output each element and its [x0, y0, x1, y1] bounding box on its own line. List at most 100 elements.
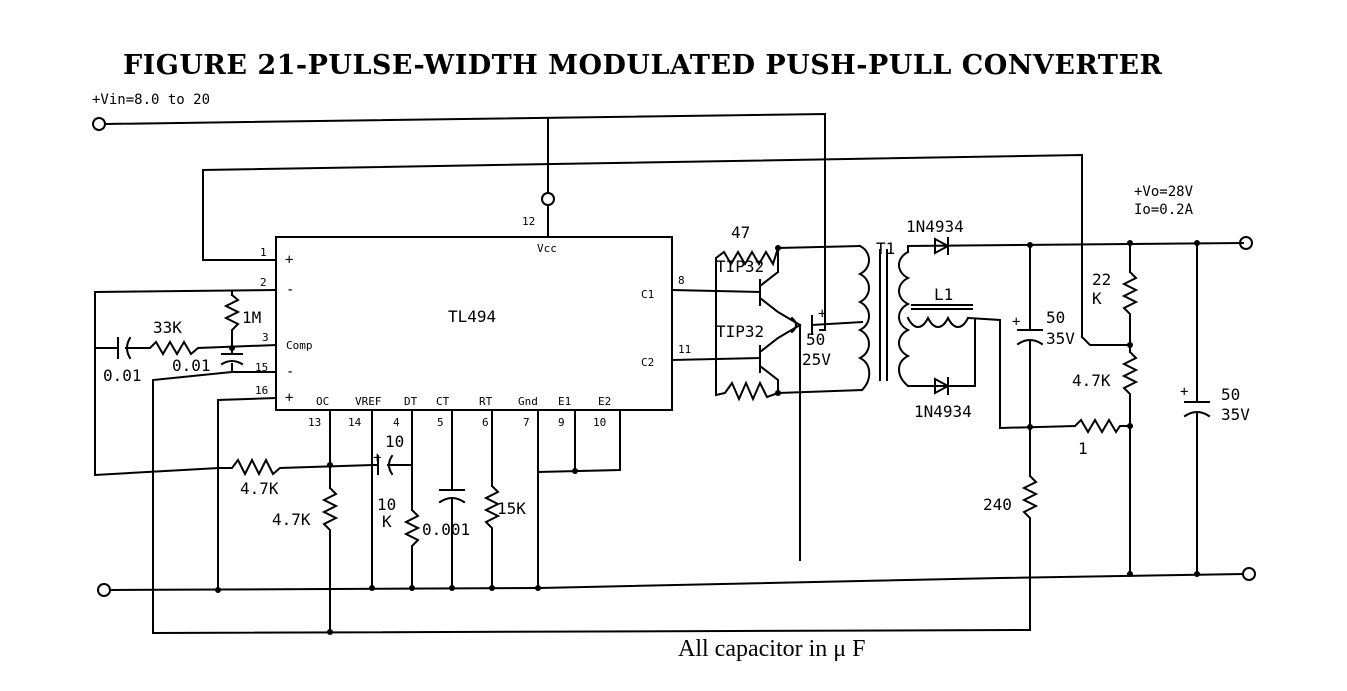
junction-dot — [409, 585, 415, 591]
tl494-ic — [275, 236, 673, 411]
label-1m: 1M — [242, 308, 261, 327]
label-tip32-q2: TIP32 — [716, 322, 764, 341]
center-tap-wire — [810, 320, 864, 327]
polarity-plus: + — [818, 306, 826, 322]
label-cap-50-25-a: 50 — [806, 330, 825, 349]
label-4-7k-divider: 4.7K — [1072, 371, 1111, 390]
label-cap-001-b: 0.01 — [172, 356, 211, 375]
label-4-7k-oc: 4.7K — [272, 510, 311, 529]
label-vcc: Vcc — [537, 242, 557, 255]
pin-9: 9 — [558, 416, 565, 429]
junction-dot — [327, 462, 333, 468]
pin-8: 8 — [678, 274, 685, 287]
pin-3: 3 — [262, 331, 269, 344]
label-47: 47 — [731, 223, 750, 242]
q2-emitter — [758, 323, 802, 354]
transformer-primary — [857, 244, 871, 392]
label-22k-b: K — [1092, 289, 1102, 308]
junction-dot — [775, 390, 781, 396]
ground-terminal-left — [97, 583, 111, 597]
label-c2: C2 — [641, 356, 654, 369]
label-diode-d1: 1N4934 — [906, 217, 964, 236]
vin-terminal — [92, 117, 106, 131]
cap-001b-bottom-wire — [231, 363, 277, 373]
resistor-4-7k-divider — [1121, 350, 1139, 575]
resistor-47 — [715, 244, 862, 293]
junction-dot — [1127, 423, 1133, 429]
pin15-return-wire — [152, 370, 1031, 635]
pin-16: 16 — [255, 384, 268, 397]
junction-dot — [572, 468, 578, 474]
junction-dot — [1194, 571, 1200, 577]
resistor-4-7k-horizontal — [217, 457, 374, 477]
junction-dot — [1127, 342, 1133, 348]
junction-dot — [229, 345, 235, 351]
ic-name: TL494 — [448, 307, 496, 326]
output-current-label: Io=0.2A — [1134, 202, 1194, 218]
label-10k-b: K — [382, 512, 392, 531]
label-inv-2: - — [286, 282, 294, 298]
resistor-33k — [125, 340, 278, 356]
label-l1: L1 — [934, 285, 953, 304]
junction-dot — [215, 587, 221, 593]
junction-dot — [1127, 571, 1133, 577]
label-22k-a: 22 — [1092, 270, 1111, 289]
label-noninv-1: + — [285, 252, 293, 268]
label-cap-10: 10 — [385, 432, 404, 451]
junction-dot — [535, 585, 541, 591]
label-comp: Comp — [286, 339, 313, 352]
pin16-ground-wire — [217, 396, 278, 591]
label-e2: E2 — [598, 395, 611, 408]
resistor-1m — [223, 293, 241, 349]
label-t1: T1 — [876, 239, 895, 258]
vin-rail — [103, 112, 826, 331]
cap-001b-plate-b — [220, 360, 244, 366]
label-240: 240 — [983, 495, 1012, 514]
label-cap-001-a: 0.01 — [103, 366, 142, 385]
output-voltage-label: +Vo=28V — [1134, 184, 1194, 200]
pin-7: 7 — [523, 416, 530, 429]
ground-rail — [108, 572, 1245, 592]
pin-1: 1 — [260, 246, 267, 259]
label-diode-d2: 1N4934 — [914, 402, 972, 421]
bottom-resistor-bridge — [715, 291, 864, 402]
polarity-plus: + — [373, 450, 381, 466]
pin-4: 4 — [393, 416, 400, 429]
label-cap-50-25-b: 25V — [802, 350, 831, 369]
ground-terminal-right — [1242, 567, 1256, 581]
vcc-junction — [541, 192, 555, 206]
label-cap-50-35a-a: 50 — [1046, 308, 1065, 327]
q1-emitter — [758, 296, 802, 327]
resistor-10k — [403, 508, 421, 589]
pin-10: 10 — [593, 416, 606, 429]
polarity-plus: + — [1180, 384, 1188, 400]
polarity-plus: + — [1012, 314, 1020, 330]
junction-dot — [1194, 240, 1200, 246]
pin-12: 12 — [522, 215, 535, 228]
junction-dot — [1027, 424, 1033, 430]
e2-pin-wire — [536, 409, 621, 474]
resistor-4-7k-oc — [321, 486, 339, 634]
resistor-1 — [1073, 418, 1133, 434]
divider-tap-wire — [1080, 335, 1131, 346]
pin-13: 13 — [308, 416, 321, 429]
junction-dot — [327, 629, 333, 635]
junction-dot — [1027, 242, 1033, 248]
label-cap-50-35b-a: 50 — [1221, 385, 1240, 404]
secondary-bottom-wire — [907, 319, 976, 387]
label-cap-50-35b-b: 35V — [1221, 405, 1250, 424]
label-10k-a: 10 — [377, 495, 396, 514]
inductor-l1 — [906, 315, 970, 328]
label-dt: DT — [404, 395, 418, 408]
label-oc: OC — [316, 395, 329, 408]
label-33k: 33K — [153, 318, 182, 337]
figure-title: FIGURE 21-PULSE-WIDTH MODULATED PUSH-PUL… — [123, 50, 1163, 81]
label-tip32-q1: TIP32 — [716, 257, 764, 276]
pin-11: 11 — [678, 343, 691, 356]
label-inv-15: - — [286, 364, 294, 380]
cap-50-25-plate-a — [790, 316, 797, 334]
label-1-ohm: 1 — [1078, 439, 1088, 458]
q2-collector — [758, 364, 779, 394]
label-15k: 15K — [497, 499, 526, 518]
pin-6: 6 — [482, 416, 489, 429]
